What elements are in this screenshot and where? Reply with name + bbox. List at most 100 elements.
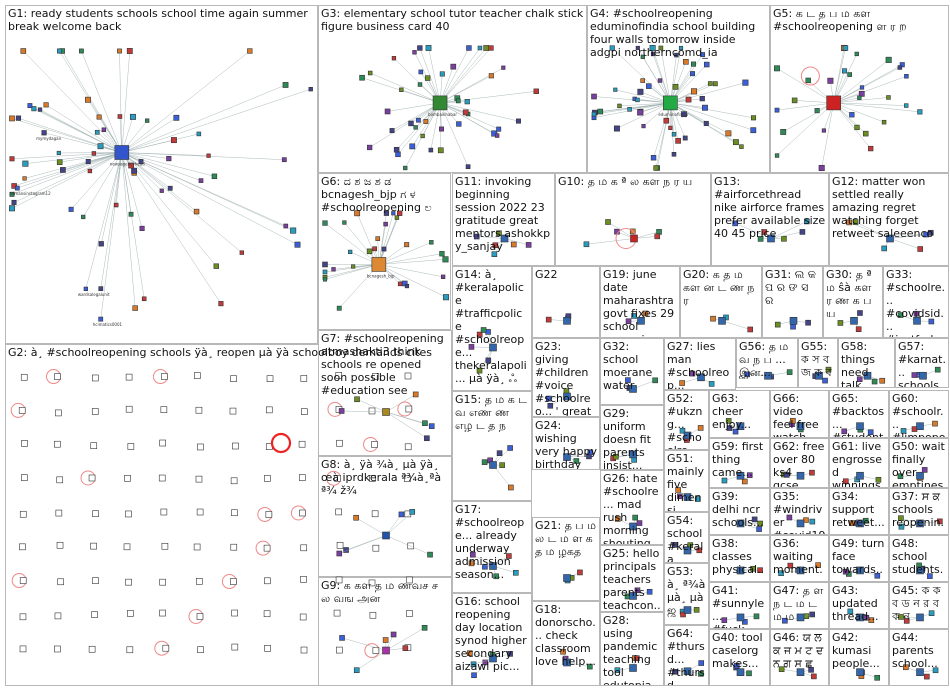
group-panel-g50[interactable]: G50: wait finally over emptines... [889,438,949,488]
group-panel-g40[interactable]: G40: tool caselorg makes... [709,629,770,686]
group-panel-g44[interactable]: G44: parents school... [889,629,949,686]
group-panel-g37[interactable]: G37: ਸ ਕ schools reopenin... [889,488,949,535]
graph-edge [121,152,217,267]
graph-node [733,662,740,669]
group-panel-g31[interactable]: G31: ଲ କ ପ ର ଙ ସ ର [762,266,823,338]
group-panel-g35[interactable]: G35: #windriver #covid19... [770,488,829,535]
graph-edge [100,152,123,320]
graph-node [781,235,787,242]
group-panel-g22[interactable]: G22 [532,266,600,338]
graph-node [652,377,658,384]
group-panel-g58[interactable]: G58: things need talk pediatri... [838,338,895,388]
group-panel-g45[interactable]: G45: ক ক ব ড ন র ব ক ন [889,582,949,629]
group-panel-g59[interactable]: G59: first thing came... [709,438,770,488]
graph-edge [670,82,746,104]
group-panel-g64[interactable]: G64: #thursd... #thursd... #thursd... [664,625,709,686]
hub-node [850,316,858,325]
graph-node [898,515,904,522]
hub-node [856,422,864,431]
group-panel-g1[interactable]: G1: ready students schools school time a… [5,5,318,344]
group-panel-g54[interactable]: G54: school #kerala mathru... [664,512,709,563]
group-panel-g16[interactable]: G16: school reopening day location synod… [452,593,532,686]
group-panel-g7[interactable]: G7: #schoolreopening atmashakti3 think s… [318,330,452,456]
group-panel-g2[interactable]: G2: à¸ #schoolreopening schools ÿà¸ reop… [5,344,452,686]
group-panel-g42[interactable]: G42: kumasi people... [829,629,889,686]
graph-edge [670,102,729,134]
group-panel-g49[interactable]: G49: turn face towards... [829,535,889,582]
graph-edge [385,511,413,536]
graph-node [614,516,621,522]
graph-node [464,99,470,105]
group-panel-g32[interactable]: G32: school moerane water [600,338,664,405]
group-panel-g10[interactable]: G10: த ம க ª ல கள ந ர ய [555,173,711,266]
group-panel-g25[interactable]: G25: hello principals teachers parents t… [600,545,664,612]
group-panel-g56[interactable]: G56: த ம வ ந ப ... இன... [736,338,798,388]
group-label: G43: updated thread... [832,584,882,623]
group-panel-g21[interactable]: G21: த ப ம ல ட ம ள க த ம ழகத [532,517,600,601]
graph-edge [439,47,487,104]
group-panel-g5[interactable]: G5: க ட த ப ம கள #schoolreopening ள ர ற [770,5,949,173]
group-panel-g9[interactable]: G9: க கள த ம ணவச ச ல வங அன [318,577,452,686]
graph-node [932,667,939,674]
group-panel-g62[interactable]: G62: free over 80 ks4 gcse... [770,438,829,488]
group-panel-g18[interactable]: G18: donorscho... check classroom love h… [532,601,600,686]
group-label: G2: à¸ #schoolreopening schools ÿà¸ reop… [8,346,432,359]
group-panel-g28[interactable]: G28: using pandemic teaching tool edutop… [600,612,664,686]
group-panel-g65[interactable]: G65: #backtos... #student... [829,390,889,438]
graph-edge [356,650,387,671]
group-panel-g29[interactable]: G29: uniform doesn fit parents insist... [600,405,664,470]
graph-edge [593,102,671,115]
graph-edge [23,50,122,153]
group-panel-g43[interactable]: G43: updated thread... [829,582,889,629]
graph-edge [11,152,122,160]
graph-node [195,406,203,414]
group-label: G27: lies man #schoolreop... #schoolsreo… [667,340,730,390]
group-panel-g23[interactable]: G23: giving #children #voice #schoolreo.… [532,338,600,417]
group-panel-g20[interactable]: G20: க த ம கள ன ட ண ந ர [680,266,762,338]
group-panel-g12[interactable]: G12: matter won settled really amazing r… [829,173,949,266]
group-panel-g41[interactable]: G41: #sunnyle... #fuck... [709,582,770,629]
group-panel-g38[interactable]: G38: classes physical... [709,535,770,582]
graph-node [605,219,611,225]
group-panel-g30[interactable]: G30: த ª ம ŝà கள ர ண க ப ய [823,266,883,338]
group-panel-g47[interactable]: G47: த ள ந ட ம ட ம ம [770,582,829,629]
group-panel-g17[interactable]: G17: #schoolreope... already underway ad… [452,501,532,593]
group-panel-g11[interactable]: G11: invoking beginning session 2022 23 … [452,173,555,266]
graph-node [827,77,834,84]
group-panel-g61[interactable]: G61: live engrossed winnings... [829,438,889,488]
group-panel-g33[interactable]: G33: #schoolre... #covidsid... #justforl… [883,266,949,338]
graph-node [675,138,681,144]
group-panel-g26[interactable]: G26: hate #schoolre... mad rush morning … [600,470,664,545]
group-panel-g14[interactable]: G14: à¸ #keralapolice #trafficpolice #sc… [452,266,532,391]
group-panel-g27[interactable]: G27: lies man #schoolreop... #schoolsreo… [664,338,736,390]
group-panel-g19[interactable]: G19: june date maharashtra govt fixes 29… [600,266,680,338]
group-panel-g60[interactable]: G60: #schoolr... #limpopo... [889,390,949,438]
graph-node [671,151,677,157]
group-label: G4: #schoolreopening eduminofindia schoo… [590,7,759,59]
group-panel-g48[interactable]: G48: school students... [889,535,949,582]
group-panel-g13[interactable]: G13: #airforcethread nike airforce frame… [711,173,829,266]
group-panel-g51[interactable]: G51: mainly five dimensi... [664,450,709,512]
group-panel-g46[interactable]: G46: ਯ ਲ ਕ ਜ ਮ ਟ ਦ ਨ ਗ ਸ ਛ [770,629,829,686]
group-panel-g66[interactable]: G66: video feel free watch... [770,390,829,438]
group-panel-g24[interactable]: G24: wishing very happy birthday baaziga… [532,417,600,470]
graph-node [483,45,490,51]
graph-node [211,173,218,180]
group-panel-g4[interactable]: G4: #schoolreopening eduminofindia schoo… [587,5,770,173]
graph-node [372,373,379,380]
graph-node [160,508,168,516]
graph-edge [615,89,671,104]
group-panel-g55[interactable]: G55: ক স ব জ ক ব [798,338,838,388]
group-panel-g39[interactable]: G39: delhi ncr schools... [709,488,770,535]
group-panel-g53[interactable]: G53: à¸ ª¾à µà¸ µà ஜ [664,563,709,625]
group-panel-g36[interactable]: G36: waiting moment... [770,535,829,582]
group-panel-g57[interactable]: G57: #karnat... schools reopen... [895,338,949,388]
group-panel-g52[interactable]: G52: #ukzng... #schoolre... #lockdo... [664,390,709,450]
group-panel-g8[interactable]: G8: à¸ ÿà ¾à¸ µà ÿà¸ œà iprdkerala ª¾à¸ª… [318,456,452,577]
group-panel-g63[interactable]: G63: cheer enjoy... [709,390,770,438]
group-panel-g34[interactable]: G34: support retweet... [829,488,889,535]
graph-node [852,219,859,225]
group-panel-g6[interactable]: G6: ದ ಶ ಜ ಶ ಡ bcnagesh_bjp ಗ ಳ #schoolre… [318,173,451,330]
group-panel-g3[interactable]: G3: elementary school tutor teacher chal… [318,5,587,173]
group-panel-g15[interactable]: G15: த ம க ட வ எண ண எழ ட த ந [452,391,532,501]
